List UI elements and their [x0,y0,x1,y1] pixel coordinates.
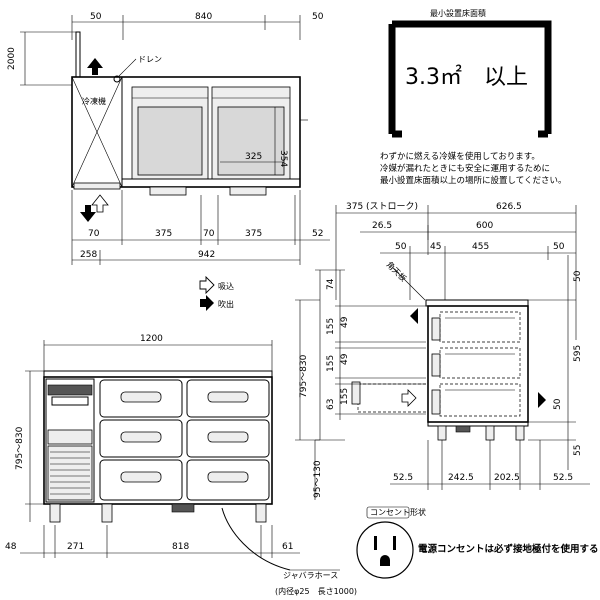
dim-63: 63 [326,399,336,410]
intake-arrow-icon [199,275,215,295]
top-view: 50 840 50 2000 冷凍機 ドレン [7,12,330,265]
dim-26-5: 26.5 [372,221,392,231]
dim-942: 942 [198,250,215,260]
front-view: 1200 [5,334,357,596]
dim-height-795-830: 795～830 [15,426,25,470]
dim-49-b: 49 [340,353,350,365]
dim-258: 258 [80,250,97,260]
dim-depth-626-5: 626.5 [496,202,522,212]
exhaust-arrow-down-icon [80,205,96,222]
dim-202-5: 202.5 [494,473,520,483]
dim-271: 271 [67,542,84,552]
dim-70-left: 70 [88,229,100,239]
dim-70-middle: 70 [203,229,215,239]
exhaust-arrow-icon [200,295,214,311]
dim-top-middle: 840 [195,12,212,22]
side-view: 375 (ストローク) 626.5 26.5 600 50 45 455 50 … [295,201,590,500]
dim-52-5-left: 52.5 [393,473,413,483]
min-area-note-1: わずかに燃える冷媒を使用しております。 [380,151,540,162]
min-area-title: 最小設置床面積 [430,8,486,18]
dim-top-left: 50 [90,12,102,22]
dim-45: 45 [430,242,441,252]
dim-52: 52 [312,229,323,239]
dim-354: 354 [278,150,288,167]
grounded-outlet-icon [356,521,414,579]
dim-side-50-right: 50 [553,242,565,252]
side-intake-arrow-icon [401,389,417,407]
side-exhaust-arrow-right-icon [538,392,546,408]
dim-48: 48 [5,542,17,552]
dim-width-1200: 1200 [140,334,163,344]
dim-600: 600 [476,221,493,231]
drawer-grid [99,379,270,501]
dim-74: 74 [326,278,336,290]
legend-exhaust-label: 吹出 [218,299,234,309]
front-vent-grille [47,445,93,501]
dim-right-50-bottom: 50 [553,398,563,410]
dim-155-a: 155 [326,318,336,335]
dim-818: 818 [172,542,189,552]
dim-side-50-left: 50 [395,242,407,252]
dim-325: 325 [245,152,262,162]
dim-clearance-2000: 2000 [7,47,17,70]
outlet-label: コンセント形状 [370,507,426,517]
dim-55: 55 [573,445,583,456]
label-refrigerator-unit: 冷凍機 [82,96,106,106]
dim-top-right: 50 [312,12,324,22]
outlet-grounding-note: 電源コンセントは必ず接地極付を使用すること [418,543,600,555]
airflow-legend: 吸込 吹出 [199,275,234,311]
dim-595: 595 [573,345,583,362]
dim-leg-95-130: 95～130 [313,460,323,498]
dim-375-right: 375 [245,229,262,239]
min-area-note-3: 最小設置床面積以上の場所に設置してください。 [380,175,567,186]
dim-375-left: 375 [155,229,172,239]
min-area-value: 3.3㎡ 以上 [405,64,528,90]
legend-intake-label: 吸込 [218,282,234,291]
min-floor-area: 最小設置床面積 3.3㎡ 以上 わずかに燃える冷媒を使用しております。 冷媒が漏… [380,8,567,186]
side-exhaust-arrow-left-icon [410,308,418,324]
dim-49-a: 49 [340,316,350,328]
dim-61: 61 [282,542,293,552]
dim-52-5-right: 52.5 [553,473,573,483]
dim-right-50-top: 50 [573,270,583,282]
dim-455: 455 [472,242,489,252]
label-drain: ドレン [138,55,162,64]
dim-155-b: 155 [326,355,336,372]
dim-242-5: 242.5 [448,473,474,483]
dim-155-c: 155 [340,388,350,405]
min-area-note-2: 冷媒が漏れたときにも安全に運用するために [380,163,550,174]
outlet-section: コンセント形状 電源コンセントは必ず接地極付を使用すること [356,506,600,579]
side-drawer-baskets [431,311,521,417]
intake-arrow-up-icon [91,194,109,213]
dim-stroke-375: 375 (ストローク) [346,201,418,212]
exhaust-arrow-up-icon [87,58,103,75]
hose-spec: (内径φ25 長さ1000) [275,586,357,596]
hose-label: ジャバラホース [283,571,338,580]
dim-side-height: 795～830 [299,354,309,398]
